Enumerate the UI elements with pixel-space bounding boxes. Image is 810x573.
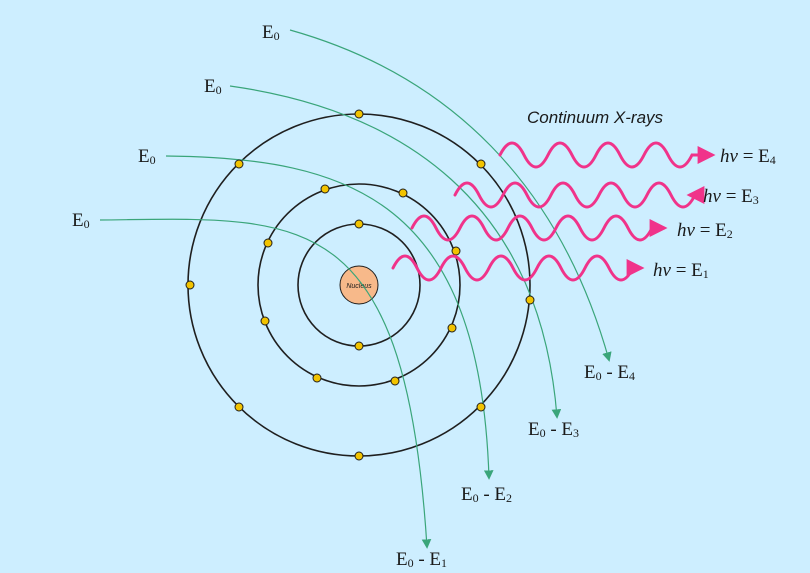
electron bbox=[260, 316, 270, 326]
incoming-label-4: E0 bbox=[72, 210, 90, 231]
electron bbox=[234, 159, 244, 169]
continuum-xrays-title: Continuum X-rays bbox=[527, 108, 664, 127]
trajectory-1 bbox=[289, 29, 612, 362]
incoming-labels: E0 E0 E0 E0 bbox=[72, 22, 280, 231]
photon-waves bbox=[391, 141, 716, 282]
photon-wave-1 bbox=[391, 254, 645, 282]
electron bbox=[354, 219, 364, 229]
electron bbox=[185, 280, 195, 290]
nucleus-label: Nucleus bbox=[346, 283, 372, 290]
incoming-label-2: E0 bbox=[204, 76, 222, 97]
incoming-label-1: E0 bbox=[262, 22, 280, 43]
trajectory-3 bbox=[165, 155, 494, 480]
photon-label-4: hv = E4 bbox=[720, 146, 776, 167]
electron bbox=[312, 373, 322, 383]
electron bbox=[234, 402, 244, 412]
electron bbox=[476, 402, 486, 412]
trajectory-2 bbox=[229, 85, 562, 419]
incoming-label-3: E0 bbox=[138, 146, 156, 167]
photon-wave-2 bbox=[410, 214, 668, 242]
electron bbox=[390, 376, 400, 386]
photon-wave-3 bbox=[453, 181, 705, 209]
outgoing-labels: E0 - E4 E0 - E3 E0 - E2 E0 - E1 bbox=[396, 362, 635, 570]
electron bbox=[354, 109, 364, 119]
electron bbox=[354, 341, 364, 351]
photon-label-1: hv = E1 bbox=[653, 260, 709, 281]
photon-wave-4 bbox=[498, 141, 716, 169]
electron bbox=[354, 451, 364, 461]
electron bbox=[398, 188, 408, 198]
photon-label-3: hv = E3 bbox=[703, 186, 759, 207]
photon-label-2: hv = E2 bbox=[677, 220, 733, 241]
electron bbox=[320, 184, 330, 194]
electron bbox=[263, 238, 273, 248]
electron bbox=[447, 323, 457, 333]
photon-labels: hv = E4 hv = E3 hv = E2 hv = E1 bbox=[653, 146, 776, 281]
electron bbox=[525, 295, 535, 305]
electron bbox=[476, 159, 486, 169]
middle-orbit bbox=[257, 183, 461, 387]
electrons bbox=[185, 109, 535, 461]
outgoing-label-4: E0 - E4 bbox=[584, 362, 635, 383]
outgoing-label-3: E0 - E3 bbox=[528, 419, 579, 440]
trajectory-4 bbox=[99, 218, 432, 549]
outgoing-label-1: E0 - E1 bbox=[396, 549, 447, 570]
outgoing-label-2: E0 - E2 bbox=[461, 484, 512, 505]
electron bbox=[451, 246, 461, 256]
